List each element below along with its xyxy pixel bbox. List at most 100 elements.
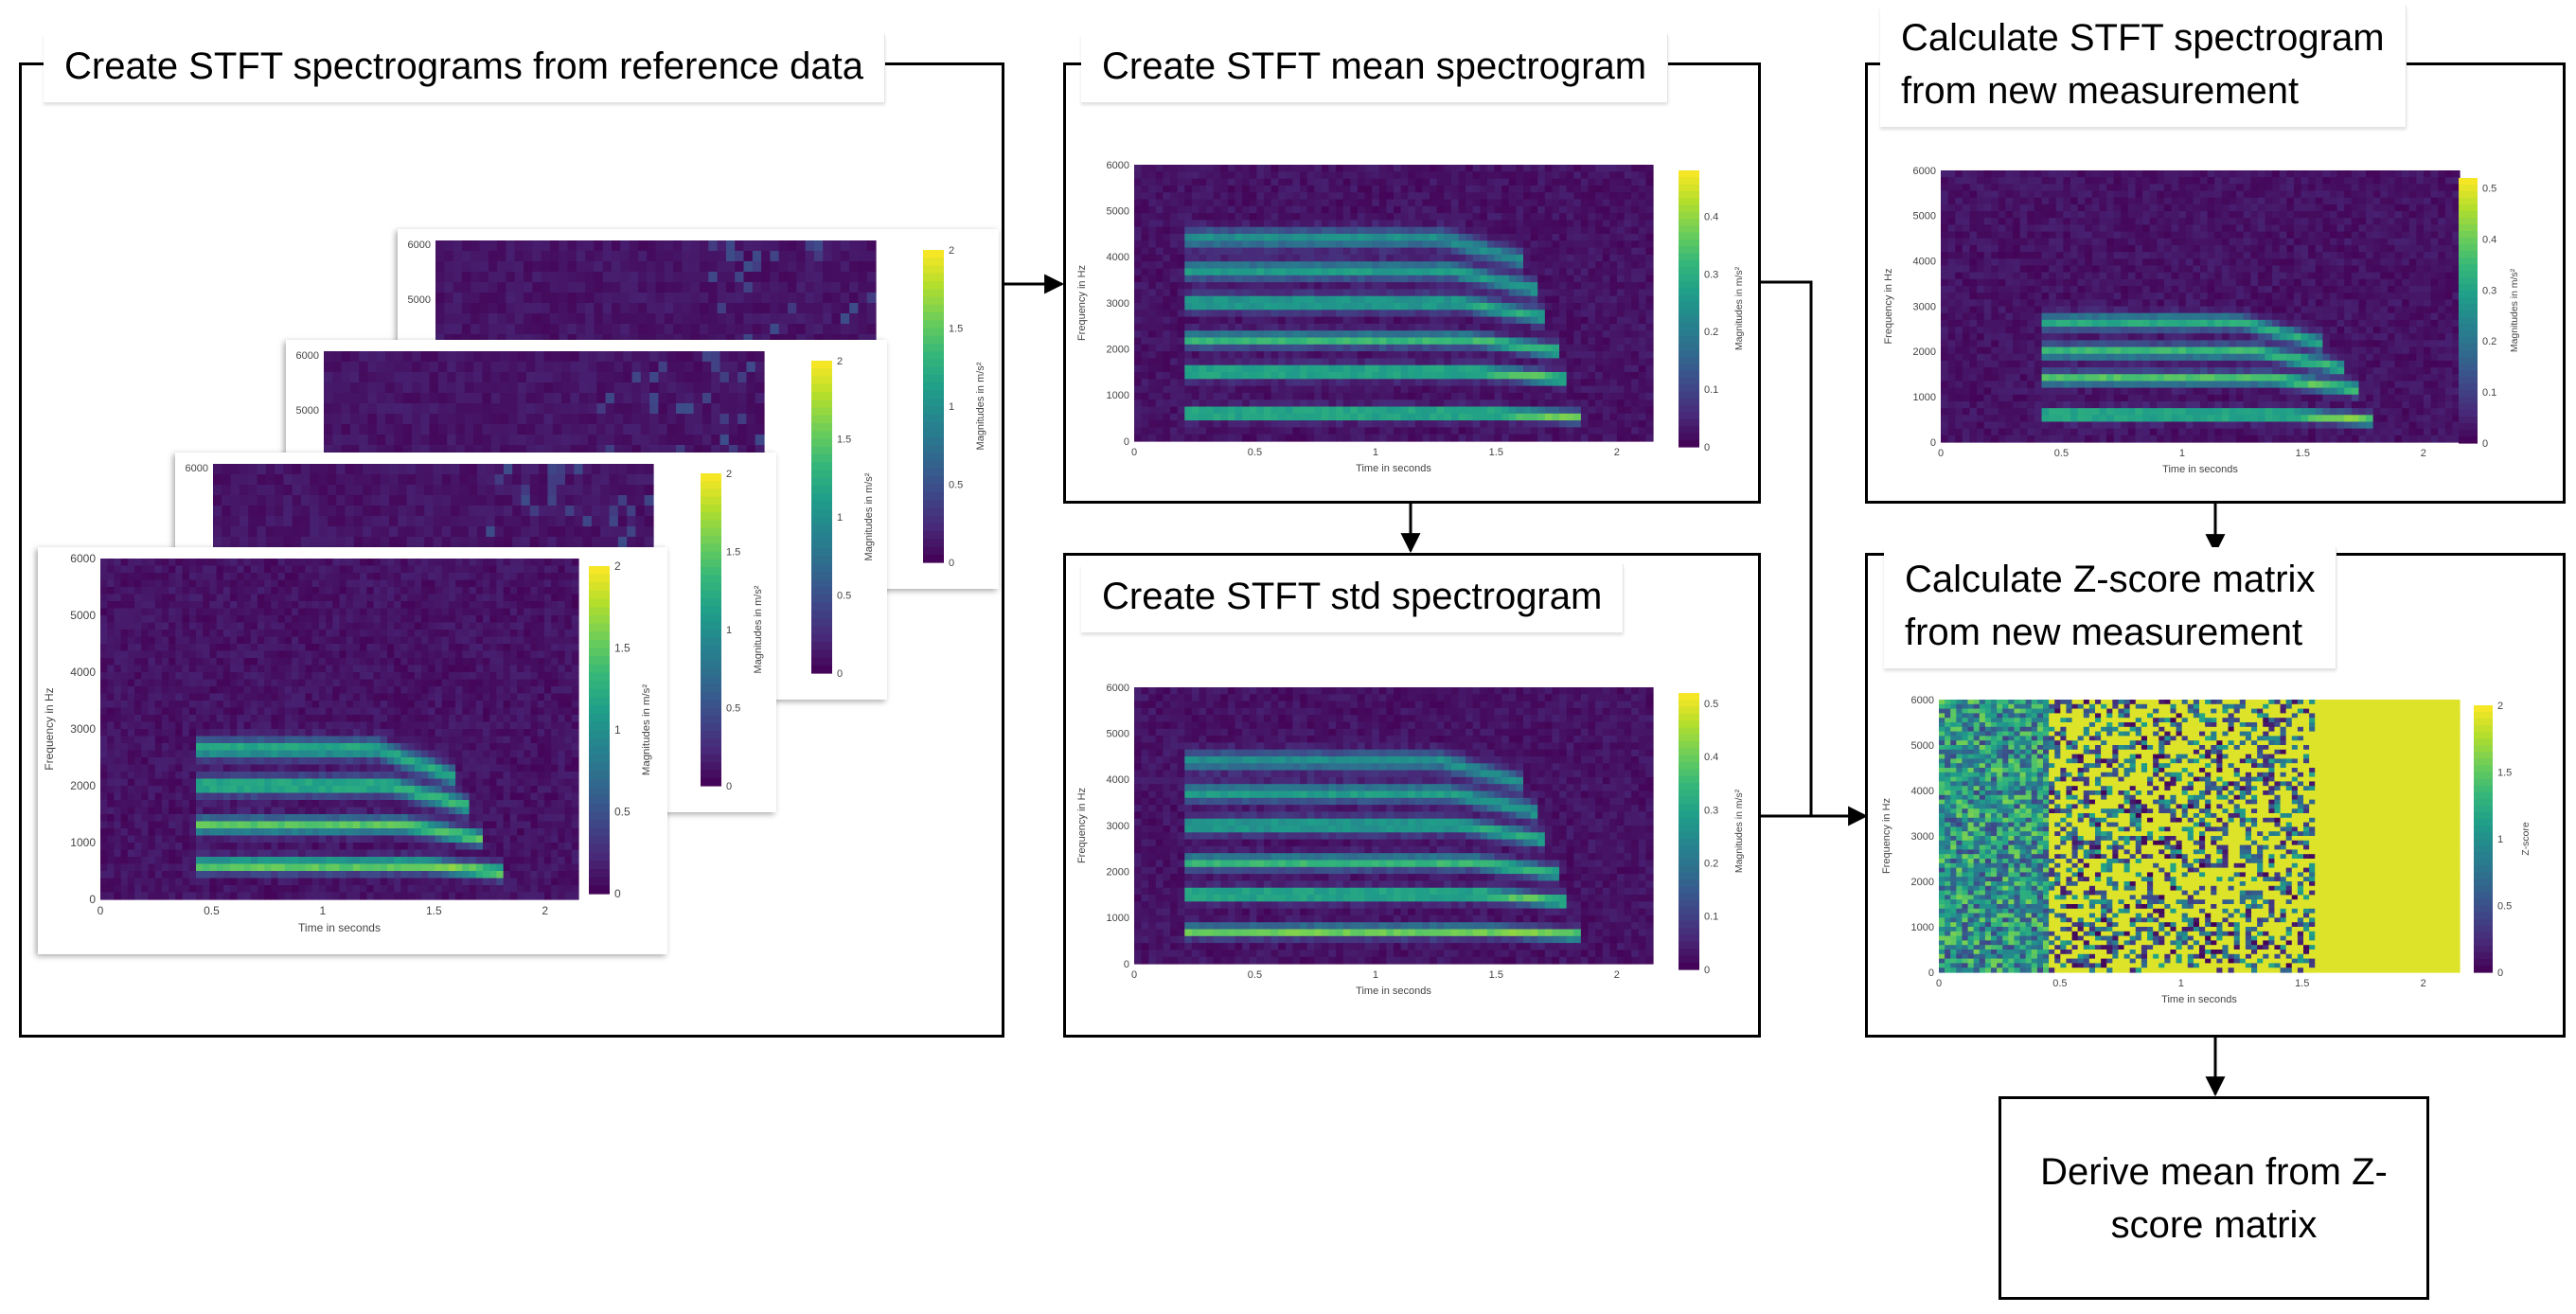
heatmap-cell (318, 474, 329, 486)
heatmap-cell (196, 587, 204, 595)
heatmap-cell (591, 506, 601, 517)
heatmap-cell (459, 526, 470, 538)
heatmap-cell (556, 516, 566, 527)
heatmap-cell (429, 393, 439, 404)
heatmap-cell (265, 526, 275, 538)
heatmap-cell (594, 282, 604, 293)
heatmap-cell (637, 313, 648, 325)
heatmap-cell (455, 414, 466, 425)
heatmap-cell (471, 313, 481, 325)
heatmap-cell (512, 474, 523, 486)
colorbar-step (701, 582, 721, 592)
heatmap-cell (222, 526, 232, 538)
colorbar-step (811, 423, 832, 432)
heatmap-cell (813, 324, 824, 335)
heatmap-cell (433, 464, 443, 475)
heatmap-cell (567, 282, 577, 293)
heatmap-cell (473, 445, 483, 456)
heatmap-cell (447, 382, 457, 394)
heatmap-cell (503, 495, 513, 506)
heatmap-cell (462, 559, 471, 567)
heatmap-cell (720, 435, 730, 446)
y-tick-label: 5000 (408, 294, 431, 306)
heatmap-cell (341, 351, 351, 363)
heatmap-cell (585, 251, 595, 262)
heatmap-cell (673, 303, 683, 314)
heatmap-cell (866, 261, 877, 273)
heatmap-cell (380, 506, 390, 517)
heatmap-cell (752, 282, 762, 293)
heatmap-cell (127, 587, 135, 595)
heatmap-cell (305, 587, 313, 595)
heatmap-cell (690, 334, 701, 346)
heatmap-cell (746, 393, 756, 404)
heatmap-cell (805, 282, 815, 293)
colorbar-step (701, 770, 721, 779)
heatmap-cell (778, 293, 789, 304)
heatmap-cell (398, 495, 408, 506)
heatmap-cell (494, 506, 505, 517)
heatmap-cell (508, 372, 519, 383)
heatmap-cell (708, 251, 719, 262)
heatmap-cell (298, 579, 307, 588)
heatmap-cell (761, 334, 771, 346)
heatmap-cell (535, 362, 545, 373)
heatmap-cell (609, 516, 619, 527)
heatmap-cell (353, 495, 364, 506)
heatmap-cell (127, 573, 135, 581)
heatmap-cell (521, 495, 531, 506)
heatmap-cell (420, 372, 431, 383)
heatmap-cell (239, 464, 249, 475)
heatmap-cell (627, 464, 636, 475)
heatmap-cell (565, 526, 575, 538)
heatmap-cell (576, 272, 586, 283)
heatmap-cell (459, 464, 470, 475)
heatmap-cell (154, 579, 163, 588)
heatmap-cell (602, 324, 613, 335)
colorbar-step (701, 731, 721, 740)
heatmap-cell (326, 587, 333, 595)
heatmap-cell (702, 351, 712, 363)
heatmap-cell (435, 293, 445, 304)
heatmap-cell (849, 261, 859, 273)
heatmap-cell (301, 485, 311, 496)
heatmap-cell (400, 565, 409, 574)
colorbar-step (811, 649, 832, 659)
heatmap-cell (805, 240, 815, 252)
heatmap-cell (805, 324, 815, 335)
heatmap-cell (366, 573, 375, 581)
colorbar-step (923, 554, 944, 563)
heatmap-cell (437, 435, 448, 446)
heatmap-cell (517, 351, 527, 363)
heatmap-cell (591, 537, 601, 548)
heatmap-cell (588, 403, 597, 415)
colorbar-step (923, 421, 944, 431)
heatmap-cell (620, 313, 631, 325)
colorbar (701, 473, 721, 787)
heatmap-cell (271, 579, 279, 588)
heatmap-cell (559, 313, 569, 325)
heatmap-cell (778, 282, 789, 293)
heatmap-cell (735, 240, 745, 252)
heatmap-cell (489, 559, 498, 567)
heatmap-cell (283, 464, 293, 475)
heatmap-cell (435, 282, 445, 293)
heatmap-cell (373, 587, 382, 595)
colorbar-step (923, 375, 944, 383)
heatmap-cell (552, 424, 562, 435)
heatmap-cell (444, 303, 454, 314)
colorbar-step (923, 265, 944, 275)
heatmap-cell (508, 393, 519, 404)
heatmap-cell (537, 559, 545, 567)
heatmap-cell (702, 393, 712, 404)
heatmap-cell (490, 424, 501, 435)
heatmap-cell (230, 495, 240, 506)
heatmap-cell (373, 565, 382, 574)
heatmap-cell (385, 351, 395, 363)
heatmap-cell (359, 435, 369, 446)
heatmap-cell (494, 474, 505, 486)
heatmap-cell (530, 573, 539, 581)
heatmap-cell (380, 579, 388, 588)
heatmap-cell (448, 565, 456, 574)
heatmap-cell (649, 362, 659, 373)
